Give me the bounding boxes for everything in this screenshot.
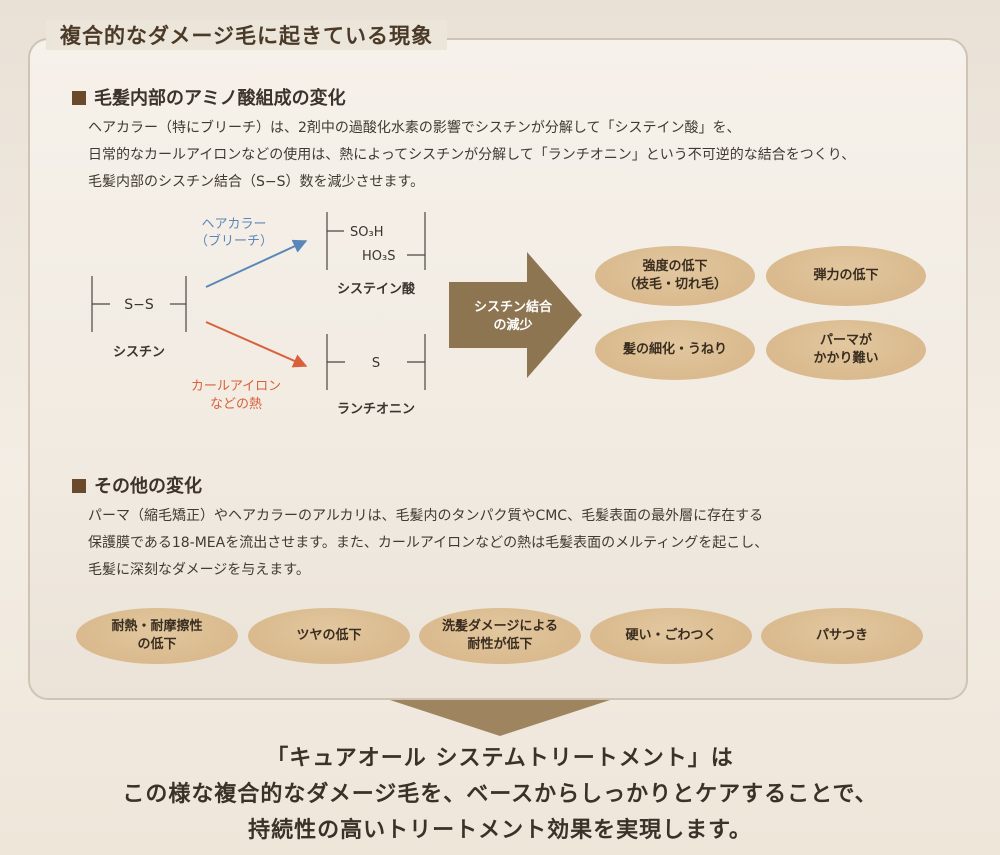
lanthionine-structure: [326, 334, 426, 390]
result-ellipse: 強度の低下 （枝毛・切れ毛）: [595, 246, 755, 306]
section1-line: 日常的なカールアイロンなどの使用は、熱によってシスチンが分解して「ランチオニン」…: [88, 147, 856, 163]
square-bullet-icon: [72, 479, 86, 493]
cysteic-acid-structure: [326, 212, 426, 270]
bleach-label-1: ヘアカラー: [201, 217, 266, 232]
heat-arrow: [205, 321, 308, 368]
section1-paragraph: ヘアカラー（特にブリーチ）は、2剤中の過酸化水素の影響でシスチンが分解して「シス…: [88, 115, 855, 196]
conclusion-line-1: 「キュアオール システムトリートメント」は: [266, 746, 734, 771]
square-bullet-icon: [72, 91, 86, 105]
panel-title: 複合的なダメージ毛に起きている現象: [46, 20, 447, 50]
effect-text: 硬い・ごわつく: [625, 628, 717, 643]
cysteic-ho3s: HO₃S: [362, 249, 395, 264]
effect-ellipse: 耐熱・耐摩擦性 の低下: [76, 608, 238, 664]
lanthionine-formula: S: [372, 356, 380, 371]
effect-ellipse: パサつき: [761, 608, 923, 664]
result-ellipse: 弾力の低下: [766, 246, 926, 306]
section2-line: 保護膜である18-MEAを流出させます。また、カールアイロンなどの熱は毛髪表面の…: [88, 535, 769, 551]
lanthionine-label: ランチオニン: [337, 402, 415, 417]
section2-heading-text: その他の変化: [94, 476, 202, 497]
cysteic-so3h: SO₃H: [350, 225, 383, 240]
effect-text: ツヤの低下: [296, 628, 362, 643]
conclusion-line-2: この様な複合的なダメージ毛を、ベースからしっかりとケアすることで、: [122, 782, 878, 807]
effect-ellipse: ツヤの低下: [248, 608, 410, 664]
section2-heading: その他の変化: [72, 472, 202, 498]
cystine-formula: S−S: [124, 297, 154, 313]
big-arrow-label-2: の減少: [493, 317, 532, 333]
result-text: 弾力の低下: [813, 268, 879, 283]
result-text: 強度の低下 （枝毛・切れ毛）: [622, 259, 727, 292]
cystine-structure: [91, 276, 187, 332]
bleach-label-2: （ブリーチ）: [195, 233, 273, 249]
big-arrow-shape: [449, 252, 582, 378]
effect-text: 洗髪ダメージによる 耐性が低下: [442, 619, 558, 652]
section2-paragraph: パーマ（縮毛矯正）やヘアカラーのアルカリは、毛髪内のタンパク質やCMC、毛髪表面…: [88, 503, 768, 584]
section1-heading-text: 毛髪内部のアミノ酸組成の変化: [94, 88, 346, 109]
heat-label-1: カールアイロン: [191, 379, 281, 394]
section2-line: パーマ（縮毛矯正）やヘアカラーのアルカリは、毛髪内のタンパク質やCMC、毛髪表面…: [88, 508, 764, 524]
effect-text: パサつき: [815, 628, 868, 643]
section2-line: 毛髪に深刻なダメージを与えます。: [88, 562, 310, 578]
section1-line: ヘアカラー（特にブリーチ）は、2剤中の過酸化水素の影響でシスチンが分解して「シス…: [88, 120, 741, 136]
result-text: パーマが かかり難い: [813, 333, 879, 366]
result-ellipse: 髪の細化・うねり: [595, 320, 755, 380]
effect-ellipse: 洗髪ダメージによる 耐性が低下: [419, 608, 581, 664]
cysteic-label: システイン酸: [337, 281, 416, 297]
section1-heading: 毛髪内部のアミノ酸組成の変化: [72, 84, 346, 110]
big-arrow-label-1: シスチン結合: [474, 299, 553, 315]
conclusion-line-3: 持続性の高いトリートメント効果を実現します。: [248, 818, 752, 843]
down-arrow-icon: [390, 700, 610, 736]
result-ellipse: パーマが かかり難い: [766, 320, 926, 380]
effect-text: 耐熱・耐摩擦性 の低下: [111, 619, 203, 652]
bleach-arrow: [205, 239, 308, 288]
result-text: 髪の細化・うねり: [622, 342, 727, 357]
effect-ellipse: 硬い・ごわつく: [590, 608, 752, 664]
cystine-label: シスチン: [113, 345, 165, 360]
section1-line: 毛髪内部のシスチン結合（S−S）数を減少させます。: [88, 174, 425, 190]
heat-label-2: などの熱: [210, 397, 262, 412]
